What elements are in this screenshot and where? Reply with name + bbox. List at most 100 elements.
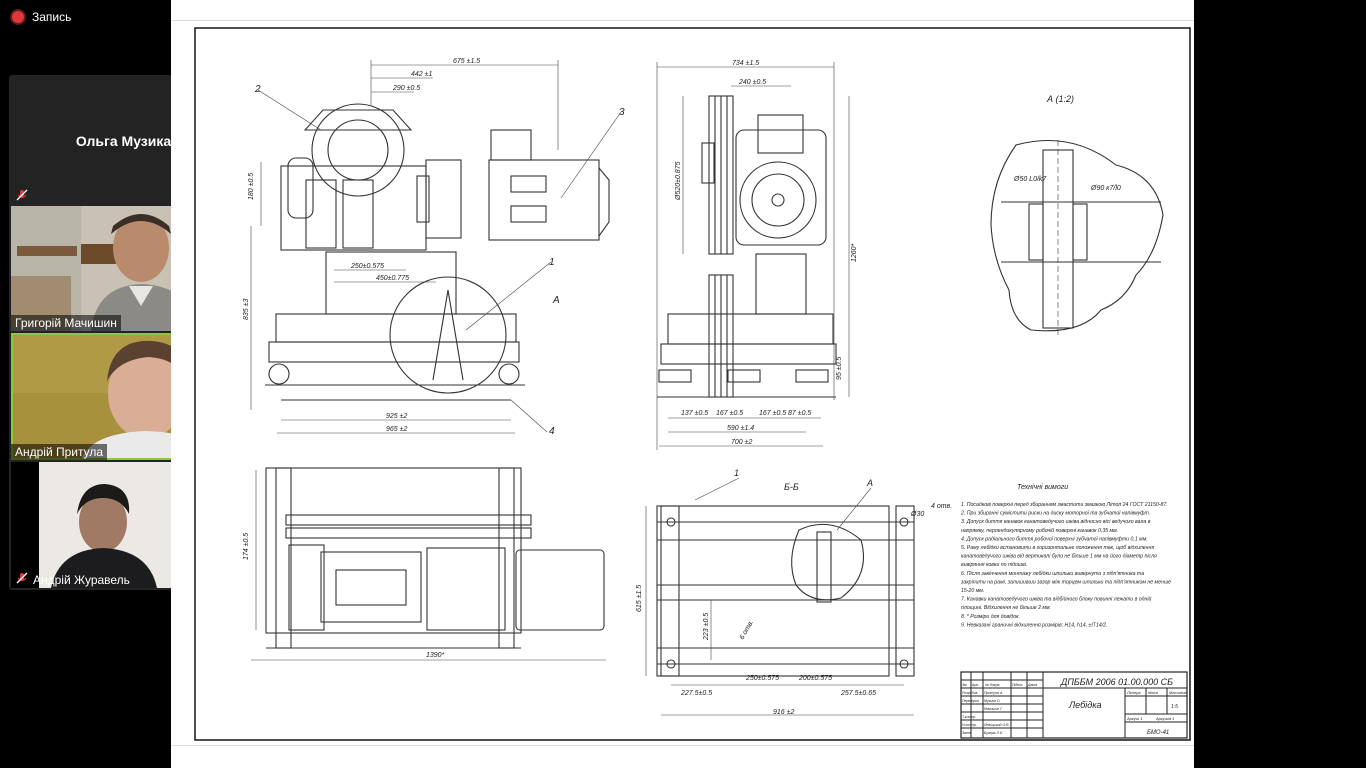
side-view <box>657 95 837 398</box>
tech-title: Технічні вимоги <box>1017 483 1068 491</box>
tech-requirement-line: 7. Канавки канатоведучого шківа та відбі… <box>961 596 1152 603</box>
callout-number: 1 <box>549 257 555 268</box>
dim-label: Ø90 к7/l0 <box>1090 185 1121 192</box>
dim-label: 442 ±1 <box>411 71 432 78</box>
tech-requirement-line: 1. Посадкові поверхні перед збиранням зм… <box>961 502 1168 508</box>
callout-number: А <box>866 478 873 488</box>
callout-number: 3 <box>619 107 625 118</box>
dim-label: 250±0.575 <box>350 263 384 270</box>
dim-label: 250±0.575 <box>745 675 779 682</box>
title-block <box>960 671 1188 739</box>
section-marker: А <box>552 295 560 306</box>
dim-label: 95 ±0.5 <box>836 357 843 380</box>
sheet-label: Аркуш 1 <box>1126 716 1142 721</box>
tech-requirement-line: 6. Після закінчення монтажу лебідки шпил… <box>961 571 1144 577</box>
drawing-name: Лебідка <box>1068 700 1101 710</box>
dim-label: 137 ±0.5 <box>681 410 708 417</box>
tech-requirement-line: закріпити на рамі, залишивши зазор між т… <box>960 579 1171 585</box>
top-view <box>265 467 605 649</box>
dim-label: 174 ±0.5 <box>243 533 250 560</box>
tb-header: Літера <box>1126 690 1141 695</box>
callout-number: 2 <box>254 84 261 95</box>
tb-role: Дата <box>1027 683 1037 687</box>
tb-person: Левицький О.В. <box>983 723 1010 727</box>
tb-role: № докум. <box>985 683 1000 687</box>
tb-role: Підпис <box>1012 683 1023 687</box>
tech-requirement-line: 15-20 мм. <box>961 588 984 594</box>
front-view <box>265 103 610 401</box>
tech-requirement-line: вивіряння ковки по підошві. <box>961 562 1027 568</box>
tech-requirement-line: 4. Допуск радіального биття робочої пове… <box>961 536 1148 542</box>
section-title: Б-Б <box>784 482 799 492</box>
participant-name: Андрій Притула <box>11 444 108 460</box>
dim-label: 675 ±1.5 <box>453 58 480 65</box>
tech-requirement-line: 9. Невказані граничні відхилення розмірі… <box>961 622 1108 628</box>
tech-requirement-line: канатоведучого шківа від вертикалі було … <box>961 553 1157 560</box>
tech-requirement-line: площині. Відхилення не більше 2 мм. <box>961 605 1051 611</box>
drawing-code: ДПББМ 2006 01.00.000 СБ <box>1060 677 1173 687</box>
tb-person: Музика О. <box>984 699 1001 703</box>
tb-header: Маса <box>1148 690 1159 695</box>
shared-screen[interactable]: 675 ±1.5 442 ±1 290 ±0.5 180 ±0.5 250±0.… <box>171 0 1194 768</box>
dim-label: 167 ±0.5 <box>759 410 786 417</box>
dim-label: 87 ±0.5 <box>788 410 811 417</box>
tb-role: Перевірив <box>962 699 979 703</box>
detail-view-a <box>990 139 1164 338</box>
tech-requirement-line: 2. При збиранні сумістити риски на диску… <box>960 511 1150 517</box>
dim-label: 615 ±1.5 <box>636 585 643 612</box>
mic-muted-icon <box>16 189 28 201</box>
dim-label: 450±0.775 <box>376 275 409 282</box>
dim-label: 590 ±1.4 <box>727 425 754 432</box>
dim-label: 734 ±1.5 <box>732 60 759 67</box>
dim-label: 835 ±3 <box>243 299 250 320</box>
tb-header: Масштаб <box>1169 690 1188 695</box>
tb-person: Притула А. <box>984 691 1003 695</box>
sheets-label: Аркушів 1 <box>1155 716 1174 721</box>
tb-role: Н.контр. <box>962 723 977 727</box>
mic-muted-icon <box>16 572 28 584</box>
dim-label: 965 ±2 <box>386 426 407 433</box>
tb-role: Зм. <box>962 683 968 687</box>
view-title: А (1:2) <box>1046 94 1074 104</box>
tb-role: Розробив <box>962 691 978 695</box>
recording-label: Запись <box>32 10 72 24</box>
scale-label: 1:5 <box>1171 704 1178 710</box>
dim-label: 223 ±0.5 <box>703 613 710 641</box>
tech-requirement-line: напрямку, перпендикулярному робочій пове… <box>961 527 1118 534</box>
dim-label: Ø30 <box>910 511 924 518</box>
tb-person: Мачишин Г. <box>984 707 1003 711</box>
dim-label: 240 ±0.5 <box>738 79 766 86</box>
dim-label: Ø520±0.875 <box>675 161 682 201</box>
section-view-b <box>656 505 915 677</box>
dim-label: 180 ±0.5 <box>248 173 255 200</box>
technical-requirements: Технічні вимоги 1. Посадкові поверхні пе… <box>960 483 1171 628</box>
dim-label: 925 ±2 <box>386 413 407 420</box>
tech-requirement-line: 8. * Розміри для довідок. <box>961 614 1020 620</box>
dim-label: 700 ±2 <box>731 439 752 446</box>
dim-label: 167 ±0.5 <box>716 410 743 417</box>
dim-label: 227.5±0.5 <box>680 690 712 697</box>
participant-name: Григорій Мачишин <box>11 315 121 331</box>
group-label: БМО-41 <box>1147 730 1169 736</box>
callout-number: 1 <box>734 468 739 478</box>
tech-requirement-line: 3. Допуск биття канавок канатоведучого ш… <box>961 519 1151 525</box>
tb-role: Т.контр. <box>962 715 976 719</box>
tb-person: Бугера Л.Є. <box>984 731 1003 735</box>
recording-indicator: Запись <box>12 10 71 24</box>
participant-name: Ольга Музика <box>75 133 172 149</box>
dim-label: 916 ±2 <box>773 709 794 716</box>
dim-label: 200±0.575 <box>798 675 832 682</box>
dim-label: 1390* <box>426 652 445 659</box>
tech-requirement-line: 5. Раму лебідки встановити в горизонталь… <box>961 545 1154 551</box>
dim-label: 1260* <box>851 243 858 262</box>
dim-label: 257.5±0.65 <box>840 690 876 697</box>
callout-number: 4 <box>549 426 555 437</box>
tb-role: Затв. <box>962 731 972 735</box>
participant-name: Андрій Журавель <box>33 573 130 587</box>
dim-label: 4 отв. <box>931 503 952 510</box>
engineering-drawing: 675 ±1.5 442 ±1 290 ±0.5 180 ±0.5 250±0.… <box>171 0 1194 768</box>
dim-label: Ø50 L0/k7 <box>1013 176 1047 183</box>
tb-role: Арк. <box>971 683 979 687</box>
record-dot-icon <box>12 11 24 23</box>
dim-label: 290 ±0.5 <box>392 85 420 92</box>
